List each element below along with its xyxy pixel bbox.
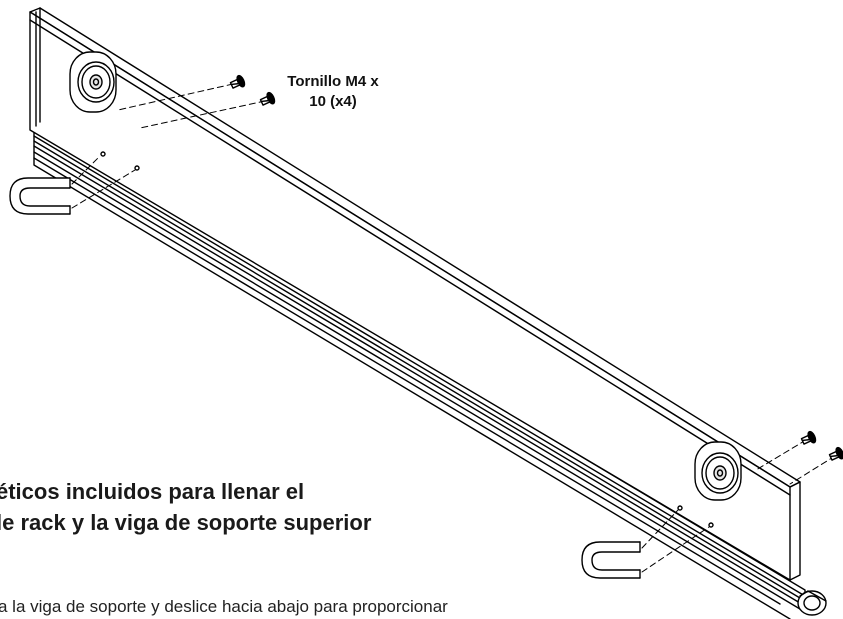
- section-heading: éticos incluidos para llenar el le rack …: [0, 476, 556, 538]
- screw-callout-line2: 10 (x4): [309, 93, 357, 110]
- handle-right: [581, 541, 641, 579]
- blanking-panel: [29, 7, 801, 581]
- section-heading-line2: le rack y la viga de soporte superior: [0, 510, 372, 535]
- magnet-left: [69, 51, 117, 113]
- screw-callout: Tornillo M4 x 10 (x4): [268, 72, 398, 112]
- screw-2: [259, 91, 276, 106]
- screw-4: [828, 446, 843, 461]
- assembly-lines: [71, 83, 836, 573]
- handle-left: [9, 177, 71, 215]
- screw-callout-line1: Tornillo M4 x: [287, 73, 379, 90]
- section-heading-line1: éticos incluidos para llenar el: [0, 479, 305, 504]
- screw-3: [800, 430, 817, 445]
- magnet-right: [694, 441, 742, 501]
- screw-1: [229, 74, 246, 89]
- beam-holes: [100, 151, 714, 528]
- instruction-text: a la viga de soporte y deslice hacia aba…: [0, 597, 448, 616]
